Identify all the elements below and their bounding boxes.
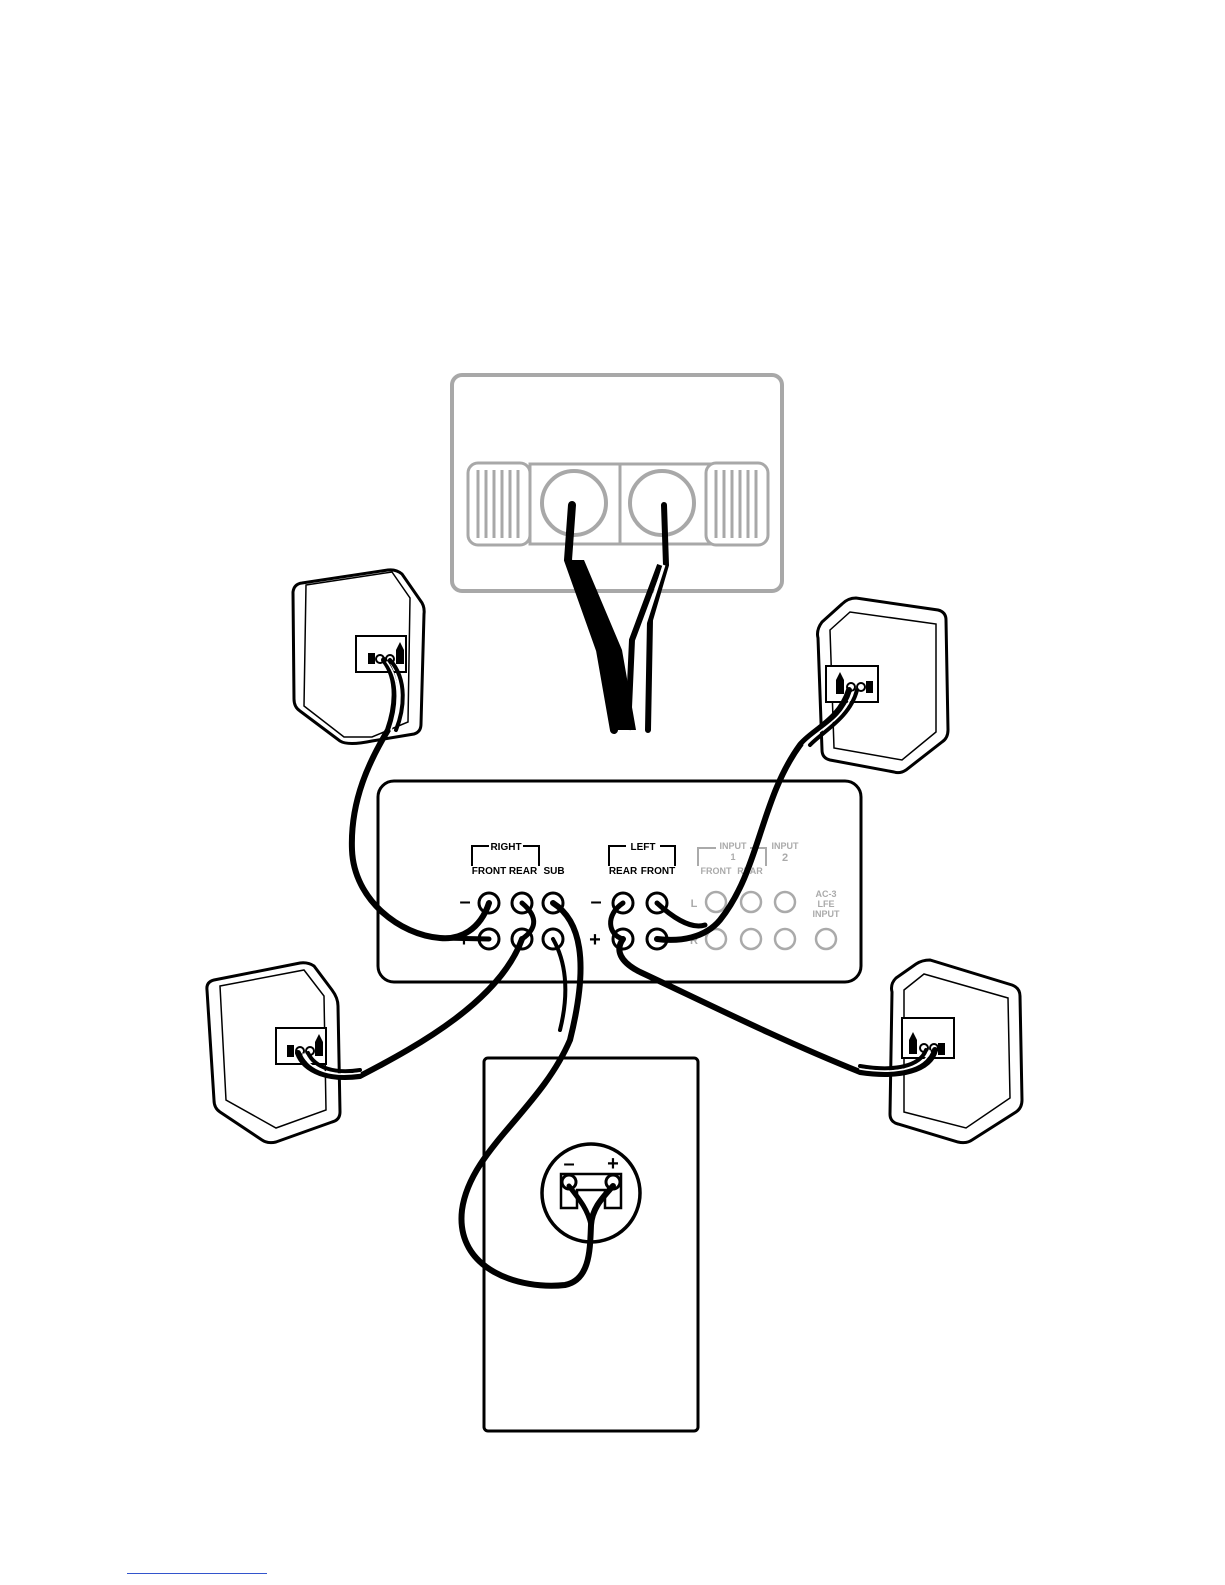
input-jack (775, 892, 795, 912)
input-jack (775, 929, 795, 949)
left-grip (468, 463, 530, 545)
right-rear-label: REAR (509, 866, 538, 877)
speaker-rear-right (207, 963, 340, 1143)
speaker-rear-left (890, 960, 1022, 1143)
lfe-input-jack (816, 929, 836, 949)
sub-label: SUB (543, 866, 564, 877)
left-minus-sign: – (590, 891, 601, 913)
left-channel-label: LEFT (631, 842, 656, 853)
lfe-input-label: INPUT (813, 909, 841, 919)
input1-number: 1 (730, 852, 735, 862)
speaker-front-right (293, 570, 424, 744)
input-jack (706, 892, 726, 912)
footer-link-underline (127, 1573, 267, 1574)
input2-number: 2 (782, 852, 788, 864)
input1-front-label: FRONT (701, 866, 732, 876)
ac3-label: AC-3 (815, 889, 836, 899)
subwoofer-plus-sign: + (607, 1153, 619, 1175)
row-l-label: L (691, 898, 698, 910)
left-plus-sign: + (589, 929, 601, 951)
subwoofer-minus-sign: – (563, 1153, 574, 1175)
right-front-label: FRONT (472, 866, 506, 877)
left-front-label: FRONT (641, 866, 675, 877)
right-grip (706, 463, 768, 545)
input-connector-box (452, 375, 782, 591)
input-jack (741, 929, 761, 949)
input2-label: INPUT (772, 841, 800, 851)
lfe-label: LFE (818, 899, 835, 909)
input-jack (741, 892, 761, 912)
right-minus-sign: – (459, 891, 470, 913)
input1-label: INPUT (720, 841, 748, 851)
left-rear-label: REAR (609, 866, 638, 877)
right-channel-label: RIGHT (490, 842, 521, 853)
speaker-front-left (818, 598, 949, 773)
